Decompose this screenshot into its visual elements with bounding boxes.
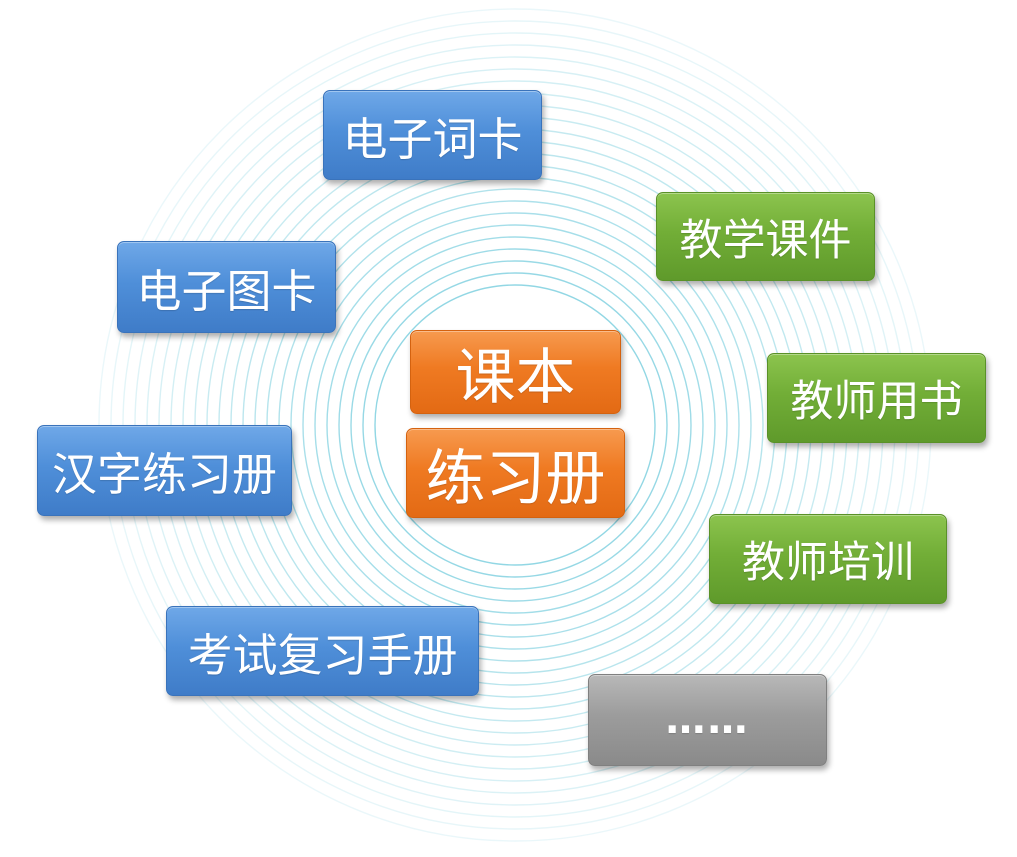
decorative-ring [302, 212, 728, 638]
electronic-picture-cards-label: 电子图卡 [136, 264, 317, 318]
decorative-ring [362, 272, 668, 578]
exam-review-handbook-label: 考试复习手册 [187, 628, 458, 682]
center-workbook-label: 练习册 [425, 443, 606, 514]
teachers-book-tile[interactable]: 教师用书 [767, 353, 986, 443]
teacher-training-tile[interactable]: 教师培训 [709, 514, 947, 604]
electronic-word-cards-tile[interactable]: 电子词卡 [323, 90, 542, 180]
decorative-ring [290, 200, 740, 650]
center-textbook-label: 课本 [455, 342, 576, 413]
decorative-ring [350, 260, 680, 590]
decorative-ring [374, 284, 656, 566]
teacher-training-label: 教师培训 [742, 538, 914, 588]
decorative-ring [314, 224, 716, 626]
character-workbook-label: 汉字练习册 [51, 448, 277, 501]
center-workbook-tile[interactable]: 练习册 [406, 428, 625, 518]
decorative-ring [338, 248, 692, 602]
more-items-tile[interactable]: …… [588, 674, 827, 766]
exam-review-handbook-tile[interactable]: 考试复习手册 [166, 606, 479, 696]
electronic-word-cards-label: 电子词卡 [342, 112, 523, 166]
more-items-label: …… [665, 697, 750, 743]
electronic-picture-cards-tile[interactable]: 电子图卡 [117, 241, 336, 333]
teaching-courseware-tile[interactable]: 教学课件 [656, 192, 875, 281]
teachers-book-label: 教师用书 [790, 377, 963, 427]
center-textbook-tile[interactable]: 课本 [410, 330, 621, 414]
character-workbook-tile[interactable]: 汉字练习册 [37, 425, 292, 516]
teaching-courseware-label: 教学课件 [679, 215, 852, 266]
decorative-ring [326, 236, 704, 614]
